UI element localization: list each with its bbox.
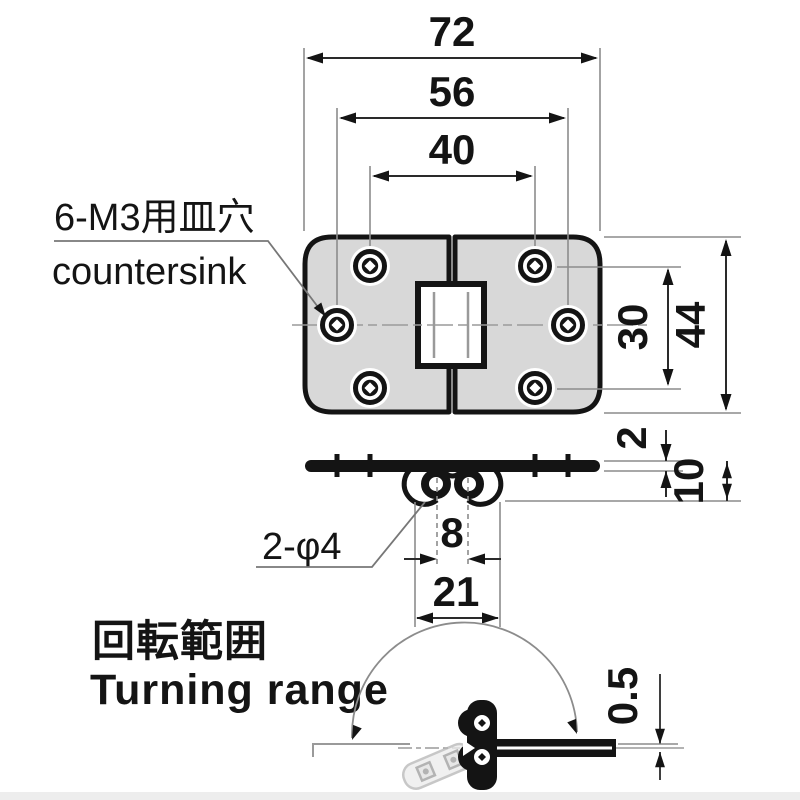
turning-range-label-en: Turning range bbox=[90, 666, 389, 714]
dim-2-label: 2 bbox=[608, 426, 655, 449]
dim-72-label: 72 bbox=[429, 8, 476, 55]
side-view: 2-φ4 8 21 2 10 bbox=[256, 426, 741, 627]
countersink-note-jp: 6-M3用皿穴 bbox=[54, 197, 255, 239]
turning-range-label-jp: 回転範囲 bbox=[92, 618, 268, 666]
extension-lines-side bbox=[414, 460, 741, 627]
countersink-note: 6-M3用皿穴 countersink bbox=[52, 197, 330, 320]
side-hole-ticks bbox=[334, 454, 571, 477]
dim-40-label: 40 bbox=[429, 126, 476, 173]
dim-30-label: 30 bbox=[609, 304, 656, 351]
open-position-line bbox=[312, 743, 410, 757]
dim-8-label: 8 bbox=[440, 509, 463, 556]
side-plate bbox=[305, 460, 600, 472]
pin-note-leader bbox=[256, 501, 426, 568]
hinge-profile bbox=[458, 700, 616, 790]
extension-lines-top bbox=[303, 48, 741, 414]
pin-note-label: 2-φ4 bbox=[262, 526, 342, 568]
dim-56-label: 56 bbox=[429, 68, 476, 115]
bottom-edge-strip bbox=[0, 792, 800, 800]
side-knuckle-scrolls bbox=[401, 466, 504, 507]
dimension-lines-top bbox=[308, 57, 727, 409]
dim-21-label: 21 bbox=[433, 568, 480, 615]
countersink-leader-line bbox=[54, 240, 322, 312]
dim-05-label: 0.5 bbox=[599, 667, 646, 725]
turning-range-diagram: 回転範囲 Turning range bbox=[90, 618, 684, 790]
dim-10-label: 10 bbox=[665, 458, 712, 505]
countersink-note-en: countersink bbox=[52, 251, 247, 293]
swing-arc bbox=[351, 621, 578, 739]
dim-44-label: 44 bbox=[667, 301, 714, 348]
top-view: 72 56 40 30 44 bbox=[292, 8, 741, 415]
